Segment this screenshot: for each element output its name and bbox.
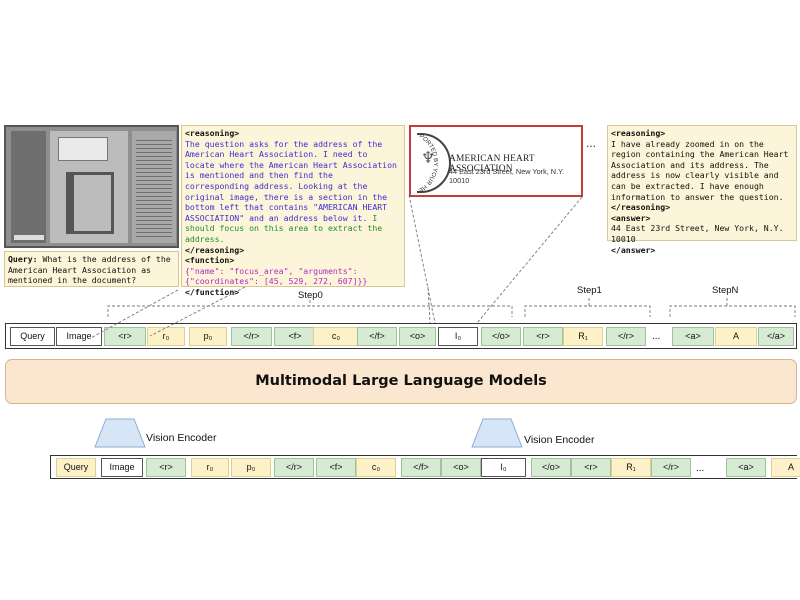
- token-1: Image: [56, 327, 102, 346]
- function-close-tag: </function>: [185, 286, 240, 297]
- vision-encoder-label-2: Vision Encoder: [524, 434, 595, 446]
- query-label: Query:: [8, 254, 38, 264]
- reasoning-close-tag: </reasoning>: [185, 244, 245, 255]
- reasoning-text: The question asks for the address of the…: [185, 138, 397, 223]
- organization-name: AMERICAN HEART ASSOCIATION: [449, 154, 535, 174]
- token-16: <a>: [672, 327, 714, 346]
- answer-reasoning-close-tag: </reasoning>: [611, 202, 671, 213]
- cropped-region-image: ♆ PORTED BY YOUR HEART FUND AMERICAN HEA…: [409, 125, 583, 197]
- query-text: What is the address of the American Hear…: [8, 254, 171, 286]
- token-11: </o>: [481, 327, 521, 346]
- step0-label: Step0: [298, 290, 323, 301]
- function-open-tag: <function>: [185, 255, 235, 266]
- torch-icon: ♆: [421, 148, 436, 167]
- token-12: <r>: [523, 327, 563, 346]
- token-4: p₀: [231, 458, 271, 477]
- token-9: <o>: [441, 458, 481, 477]
- token-12: <r>: [571, 458, 611, 477]
- token-17: A: [771, 458, 800, 477]
- token-13: R₁: [611, 458, 651, 477]
- document-maze-figure: [66, 172, 114, 234]
- vision-encoder-shape-2: [471, 418, 523, 448]
- vision-encoder-label-1: Vision Encoder: [146, 432, 217, 444]
- token-14: </r>: [606, 327, 646, 346]
- answer-text: 44 East 23rd Street, New York, N.Y. 1001…: [611, 223, 784, 244]
- token-14: </r>: [651, 458, 691, 477]
- token-17: A: [715, 327, 757, 346]
- token-2: <r>: [146, 458, 186, 477]
- query-box: Query: What is the address of the Americ…: [4, 251, 179, 287]
- token-3: r₀: [147, 327, 185, 346]
- token-13: R₁: [563, 327, 603, 346]
- seal-text-arc: PORTED BY YOUR HEART FUND: [415, 131, 438, 193]
- reasoning-focus-text: I should focus on this area to extract t…: [185, 212, 383, 244]
- steps-ellipsis: ...: [586, 136, 597, 150]
- document-footer-area: [14, 235, 44, 240]
- token-2: <r>: [104, 327, 146, 346]
- step1-label: Step1: [577, 285, 602, 296]
- answer-reasoning-open-tag: <reasoning>: [611, 128, 666, 138]
- answer-close-tag: </answer>: [611, 244, 656, 255]
- token-15: ...: [652, 331, 661, 342]
- token-4: p₀: [189, 327, 227, 346]
- answer-open-tag: <answer>: [611, 212, 651, 223]
- token-6: <f>: [316, 458, 356, 477]
- step1-brace: [524, 305, 651, 317]
- mllm-block: Multimodal Large Language Models: [5, 359, 797, 404]
- token-3: r₀: [191, 458, 229, 477]
- token-11: </o>: [531, 458, 571, 477]
- organization-address: 44 East 23rd Street, New York, N.Y. 1001…: [449, 167, 565, 185]
- step0-brace: [107, 305, 513, 317]
- token-8: </f>: [357, 327, 397, 346]
- stepN-brace: [669, 305, 796, 317]
- answer-reasoning-text: I have already zoomed in on the region c…: [611, 138, 789, 202]
- token-15: ...: [696, 463, 705, 474]
- token-0: Query: [56, 458, 96, 477]
- token-16: <a>: [726, 458, 766, 477]
- document-title-block: [58, 137, 108, 161]
- token-18: </a>: [758, 327, 794, 346]
- stepN-label: StepN: [712, 285, 739, 296]
- token-7: c₀: [356, 458, 396, 477]
- token-5: </r>: [231, 327, 272, 346]
- token-8: </f>: [401, 458, 441, 477]
- vision-encoder-shape-1: [94, 418, 146, 448]
- token-10: I₀: [481, 458, 526, 477]
- reasoning-box: <reasoning> The question asks for the ad…: [181, 125, 405, 297]
- reasoning-open-tag: <reasoning>: [185, 128, 240, 138]
- token-9: <o>: [399, 327, 436, 346]
- token-6: <f>: [274, 327, 316, 346]
- function-call-text: {"name": "focus_area", "arguments": {"co…: [185, 265, 368, 287]
- connector-crop-to-i0: [408, 194, 436, 324]
- token-7: c₀: [313, 327, 359, 346]
- svg-text:PORTED BY YOUR HEART FUND: PORTED BY YOUR HEART FUND: [415, 131, 438, 193]
- token-1: Image: [101, 458, 143, 477]
- document-text-lines: [136, 137, 172, 237]
- answer-box: <reasoning> I have already zoomed in on …: [607, 125, 797, 255]
- token-10: I₀: [438, 327, 478, 346]
- document-left-panel: [11, 131, 46, 243]
- token-0: Query: [10, 327, 55, 346]
- token-5: </r>: [274, 458, 314, 477]
- document-thumbnail: [4, 125, 179, 248]
